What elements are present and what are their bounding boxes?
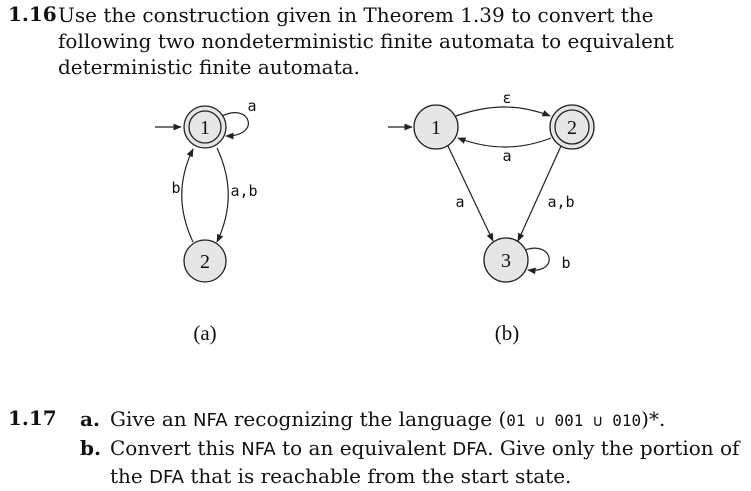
problem-number: 1.16 <box>8 2 57 26</box>
part-text: Convert this NFA to an equivalent DFA. G… <box>110 435 748 491</box>
edge-label-1-to-2: ε <box>502 89 511 107</box>
state-label: 2 <box>200 251 210 273</box>
edge-label-2-to-1: b <box>171 179 180 197</box>
edge-label-2-to-3: a,b <box>547 193 574 211</box>
text-fragment: that is reachable from the start state. <box>184 464 572 488</box>
state-1 <box>413 104 459 150</box>
edge-1-to-3 <box>447 145 494 242</box>
automaton-a: 1 a a,b b 2 (a) <box>155 97 258 345</box>
state-label: 1 <box>200 117 210 139</box>
edge-2-to-1 <box>181 148 194 243</box>
caption-b: (b) <box>495 321 520 345</box>
part-label: b. <box>80 436 101 460</box>
automaton-b: 1 2 3 ε a a a,b b (b) <box>388 89 595 345</box>
text-fragment: . Give only the portion of the <box>110 436 740 488</box>
term-dfa: DFA <box>149 467 184 488</box>
edge-label-1-to-3: a <box>455 193 464 211</box>
automata-figure: 1 a a,b b 2 (a) 1 2 3 ε a a a,b b (b) <box>155 89 595 345</box>
problem-number: 1.17 <box>8 406 57 430</box>
term-nfa: NFA <box>241 439 276 460</box>
edge-label-loop: a <box>247 97 256 115</box>
edge-2-to-1 <box>457 137 552 148</box>
text-fragment: recognizing the language ( <box>227 407 507 431</box>
state-1 <box>183 105 227 149</box>
edge-label-2-to-1: a <box>502 147 511 165</box>
state-label: 3 <box>501 250 511 272</box>
text-fragment: to an equivalent <box>275 436 453 460</box>
edge-2-to-3 <box>517 145 562 242</box>
text-fragment: Give an <box>110 407 194 431</box>
state-2 <box>549 104 595 150</box>
state-label: 2 <box>567 117 577 139</box>
state-3 <box>483 237 529 283</box>
term-dfa: DFA <box>452 439 488 460</box>
problem-text: Use the construction given in Theorem 1.… <box>58 3 674 79</box>
text-fragment: )*. <box>641 407 666 431</box>
term-nfa: NFA <box>193 410 228 431</box>
edge-label-loop: b <box>561 254 570 272</box>
accept-ring <box>188 110 222 144</box>
state-label: 1 <box>431 117 441 139</box>
caption-a: (a) <box>193 321 216 345</box>
state-2 <box>183 239 227 283</box>
accept-ring <box>554 109 590 145</box>
edge-label-1-to-2: a,b <box>230 182 257 200</box>
edge-1-to-2 <box>216 147 229 243</box>
edge-1-to-2 <box>455 106 551 117</box>
part-label: a. <box>80 407 100 431</box>
part-text: Give an NFA recognizing the language (01… <box>110 406 748 434</box>
text-fragment: Convert this <box>110 436 242 460</box>
language-expression: 01 ∪ 001 ∪ 010 <box>506 411 642 430</box>
loop-edge <box>524 247 550 275</box>
loop-edge <box>221 112 249 140</box>
